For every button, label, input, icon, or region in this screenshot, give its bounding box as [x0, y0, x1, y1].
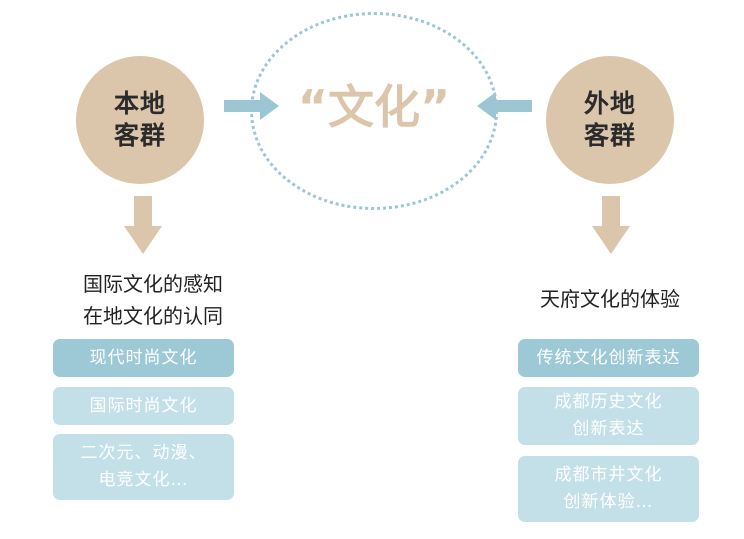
outside-customers-label: 外地客群 — [583, 89, 636, 150]
right-to-center-arrow-icon — [477, 92, 532, 120]
local-customers-circle: 本地客群 — [76, 56, 204, 184]
outside-box-3-line-1: 成都市井文化 — [554, 465, 663, 485]
local-box-3-line-2: 电竞文化… — [98, 470, 189, 490]
outside-box-2-line-2: 创新表达 — [572, 419, 645, 439]
right-down-arrow-icon — [592, 196, 630, 254]
local-box-1-line-1: 现代时尚文化 — [89, 347, 198, 368]
left-to-center-arrow-shape — [224, 92, 279, 120]
outside-box-traditional-culture: 传统文化创新表达 — [518, 339, 699, 377]
outside-box-3-line-2: 创新体验… — [563, 492, 654, 512]
local-box-modern-fashion: 现代时尚文化 — [53, 339, 234, 377]
outside-customers-heading: 天府文化的体验 — [510, 283, 710, 315]
local-box-international-fashion: 国际时尚文化 — [53, 387, 234, 425]
left-down-arrow-icon — [124, 196, 162, 254]
local-box-2-line-1: 国际时尚文化 — [89, 395, 198, 416]
outside-heading-line-1: 天府文化的体验 — [540, 287, 680, 311]
local-box-acg-esports: 二次元、动漫、 电竞文化… — [53, 434, 234, 500]
outside-box-chengdu-history: 成都历史文化 创新表达 — [518, 387, 699, 445]
left-down-arrow-shape — [124, 196, 162, 254]
right-down-arrow-shape — [592, 196, 630, 254]
local-box-3-line-1: 二次元、动漫、 — [80, 443, 207, 463]
local-customers-heading: 国际文化的感知 在地文化的认同 — [58, 268, 248, 332]
local-customers-label: 本地客群 — [113, 89, 166, 150]
left-to-center-arrow-icon — [224, 92, 279, 120]
outside-box-1-line-1: 传统文化创新表达 — [536, 347, 681, 368]
local-heading-line-1: 国际文化的感知 — [83, 272, 223, 296]
right-to-center-arrow-shape — [477, 92, 532, 120]
culture-center-label: “文化” — [297, 80, 451, 134]
outside-box-chengdu-street-life: 成都市井文化 创新体验… — [518, 456, 699, 522]
outside-box-2-line-1: 成都历史文化 — [554, 392, 663, 412]
outside-customers-circle: 外地客群 — [546, 56, 674, 184]
local-heading-line-2: 在地文化的认同 — [83, 304, 223, 328]
